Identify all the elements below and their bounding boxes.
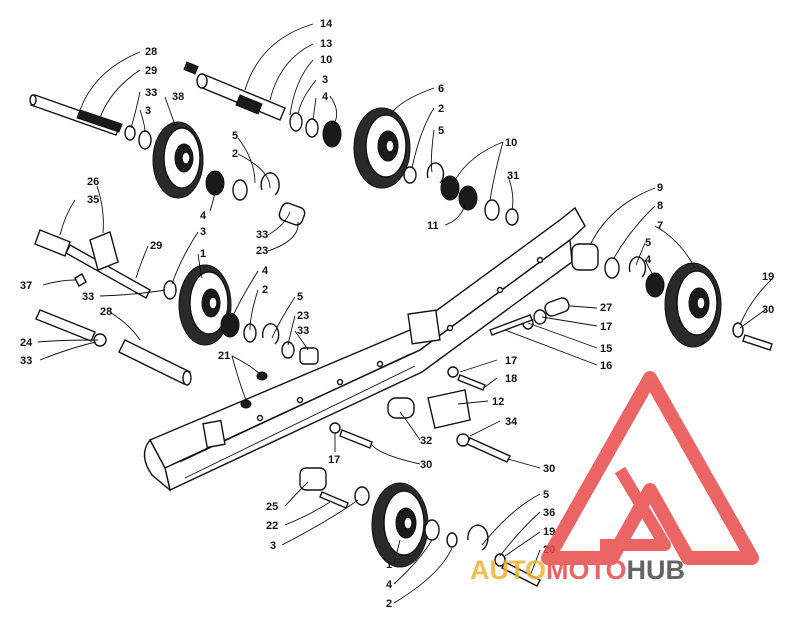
callout-33: 33 [145, 87, 157, 99]
callout-19: 19 [543, 526, 555, 538]
callout-5: 5 [438, 125, 444, 137]
callout-4: 4 [200, 210, 207, 222]
callout-19: 19 [762, 271, 774, 283]
callout-29: 29 [145, 65, 157, 77]
callout-17: 17 [505, 355, 517, 367]
callout-5: 5 [543, 489, 549, 501]
callout-5: 5 [232, 130, 238, 142]
axle-shaft-35 [34, 229, 151, 299]
callout-28: 28 [145, 46, 157, 58]
watermark-auto-text: AUTO [470, 555, 546, 585]
callout-33: 33 [297, 325, 309, 337]
callout-36: 36 [543, 507, 555, 519]
callout-16: 16 [600, 360, 612, 372]
callout-2: 2 [232, 148, 238, 160]
suspension-frame-rail [143, 206, 586, 492]
watermark-brand-text: AUTOMOTOHUB [470, 555, 685, 585]
callout-18: 18 [505, 373, 517, 385]
callout-30: 30 [762, 304, 774, 316]
callout-28: 28 [100, 306, 112, 318]
callout-10: 10 [505, 137, 517, 149]
callout-17: 17 [328, 454, 340, 466]
callout-26: 26 [87, 176, 99, 188]
callout-38: 38 [172, 91, 184, 103]
callout-2: 2 [438, 103, 444, 115]
automotohub-watermark: AUTOMOTOHUB [470, 371, 759, 585]
callout-33: 33 [82, 291, 94, 303]
callout-27: 27 [600, 302, 612, 314]
callout-33: 33 [20, 355, 32, 367]
callout-1: 1 [386, 559, 392, 571]
callout-5: 5 [297, 291, 303, 303]
callout-4: 4 [386, 579, 393, 591]
callout-4: 4 [322, 91, 329, 103]
callout-32: 32 [420, 435, 432, 447]
callout-10: 10 [320, 54, 332, 66]
callout-25: 25 [266, 501, 278, 513]
axle-shaft-14 [183, 61, 286, 121]
axle-shaft-28-lower [35, 309, 192, 386]
callout-30: 30 [543, 463, 555, 475]
callout-23: 23 [297, 310, 309, 322]
idler-wheel-7 [664, 262, 722, 348]
callout-7: 7 [657, 220, 663, 232]
callout-3: 3 [270, 540, 276, 552]
idler-wheel-38 [152, 121, 204, 199]
watermark-triangle-logo [541, 371, 759, 565]
callout-21: 21 [218, 350, 230, 362]
callout-35: 35 [87, 194, 99, 206]
callout-1: 1 [200, 248, 206, 260]
callout-2: 2 [386, 598, 392, 610]
callout-9: 9 [657, 182, 663, 194]
callout-33: 33 [256, 229, 268, 241]
callout-13: 13 [320, 38, 332, 50]
callout-14: 14 [320, 18, 333, 30]
callout-3: 3 [145, 105, 151, 117]
callout-2: 2 [262, 284, 268, 296]
callout-3: 3 [200, 226, 206, 238]
callout-8: 8 [657, 200, 663, 212]
callout-34: 34 [505, 416, 518, 428]
idler-wheel-1-bottom [371, 482, 429, 568]
callout-31: 31 [507, 170, 519, 182]
callout-23: 23 [256, 245, 268, 257]
callout-30: 30 [420, 459, 432, 471]
callout-5: 5 [645, 237, 651, 249]
callout-4: 4 [645, 254, 652, 266]
axle-shaft-28-top [29, 94, 123, 136]
callout-4: 4 [262, 265, 269, 277]
callout-11: 11 [427, 220, 439, 232]
bearing-spacer-parts [93, 112, 773, 365]
idler-wheel-6 [353, 107, 411, 189]
callout-24: 24 [20, 337, 33, 349]
callout-15: 15 [600, 343, 612, 355]
callout-6: 6 [438, 83, 444, 95]
brackets-and-bolts [74, 273, 570, 587]
callout-17: 17 [600, 321, 612, 333]
callout-37: 37 [20, 280, 32, 292]
leader-lines [37, 23, 774, 604]
watermark-hub-text: HUB [627, 555, 686, 585]
watermark-moto-text: MOTO [546, 555, 627, 585]
callout-12: 12 [492, 396, 504, 408]
callout-29: 29 [150, 240, 162, 252]
callout-22: 22 [266, 520, 278, 532]
idler-wheel-1-middle [178, 264, 232, 346]
callout-numbers: 28 29 33 3 38 14 13 10 3 4 6 2 5 10 5 2 … [20, 18, 774, 610]
callout-3: 3 [322, 74, 328, 86]
